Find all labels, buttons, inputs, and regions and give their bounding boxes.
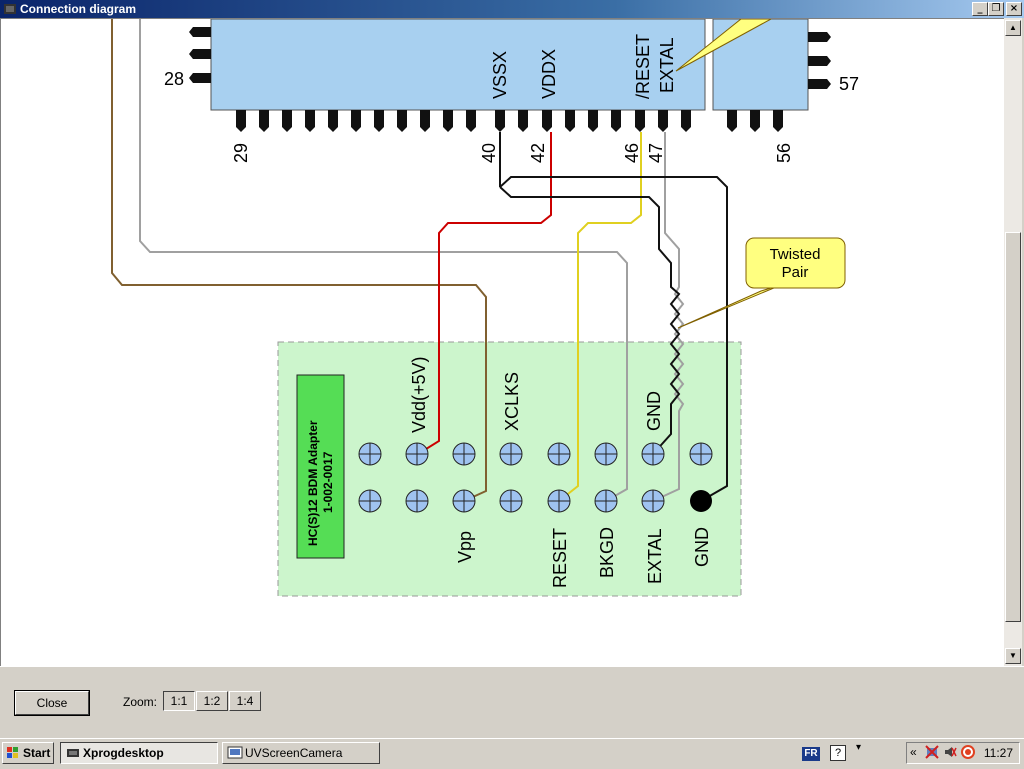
close-window-button[interactable]: ×: [1006, 2, 1022, 16]
adapter-part-number: 1-002-0017: [321, 451, 335, 513]
windows-logo-icon: [7, 747, 18, 758]
adapter-label-xclks: XCLKS: [502, 372, 522, 431]
adapter-label-bkgd: BKGD: [597, 527, 617, 578]
scroll-thumb[interactable]: [1005, 232, 1021, 622]
zoom-1-2-button[interactable]: 1:2: [196, 691, 228, 711]
close-button[interactable]: Close: [14, 690, 90, 716]
chip-label-reset: /RESET: [633, 34, 653, 99]
wire-gnd-main: [499, 132, 728, 502]
adapter-board: [277, 341, 742, 597]
wire-gnd-twisted: [499, 186, 681, 455]
scroll-down-button[interactable]: ▼: [1005, 648, 1021, 664]
taskbar-item-label: UVScreenCamera: [245, 746, 343, 760]
start-button[interactable]: Start: [2, 742, 54, 764]
connection-diagram: 28 57 29 40 42 46 47 56 VSSX VDDX /RESET…: [111, 19, 859, 597]
callout-pointer-top: [675, 19, 772, 72]
zoom-1-4-button[interactable]: 1:4: [229, 691, 261, 711]
tray-expand-button[interactable]: «: [910, 745, 917, 759]
pin-number-56: 56: [774, 143, 794, 163]
adapter-label-gnd-bottom: GND: [692, 527, 712, 567]
chip-left-pins: [189, 27, 211, 83]
screen-camera-icon: [227, 746, 243, 759]
wire-reset: [558, 132, 642, 502]
chip-bottom-pins: [236, 110, 783, 132]
wire-bkgd: [139, 19, 628, 502]
pin-number-47: 47: [646, 143, 666, 163]
wire-vdd: [417, 132, 552, 455]
minimize-button[interactable]: _: [972, 2, 988, 16]
chip-label-extal: EXTAL: [657, 37, 677, 93]
scroll-up-button[interactable]: ▲: [1005, 20, 1021, 36]
pin-number-29: 29: [231, 143, 251, 163]
adapter-label-box: [296, 374, 345, 559]
chip-label-vddx: VDDX: [539, 49, 559, 99]
connector-pins: [358, 442, 713, 513]
xprog-icon: [67, 749, 79, 757]
zoom-label: Zoom:: [123, 695, 158, 709]
title-bar[interactable]: Connection diagram _ ❐ ×: [0, 0, 1024, 18]
wire-vpp: [111, 19, 487, 502]
adapter-label-vpp: Vpp: [455, 531, 475, 563]
wire-extal: [652, 132, 685, 502]
language-indicator[interactable]: FR: [802, 747, 820, 761]
adapter-label-vdd: Vdd(+5V): [409, 356, 429, 433]
adapter-label-reset: RESET: [550, 528, 570, 588]
control-panel: Close Zoom: 1:1 1:2 1:4: [0, 666, 1024, 739]
pin-number-40: 40: [479, 143, 499, 163]
app-icon: [4, 4, 16, 14]
pin-number-46: 46: [622, 143, 642, 163]
taskbar-item-uvscreencamera[interactable]: UVScreenCamera: [222, 742, 380, 764]
chip-right-pins: [808, 32, 831, 89]
system-tray: « 11:27: [906, 742, 1020, 764]
recording-icon[interactable]: [961, 745, 975, 759]
volume-muted-icon[interactable]: [943, 745, 957, 759]
chip-block-main: [210, 19, 706, 111]
maximize-button[interactable]: ❐: [988, 2, 1004, 16]
vertical-scrollbar[interactable]: ▲ ▼: [1004, 18, 1022, 666]
network-disconnected-icon[interactable]: [925, 745, 939, 759]
adapter-label-gnd-top: GND: [644, 391, 664, 431]
pin-number-42: 42: [528, 143, 548, 163]
callout-line1: Twisted: [770, 246, 821, 263]
start-label: Start: [23, 746, 51, 760]
adapter-label-extal: EXTAL: [645, 528, 665, 584]
diagram-canvas[interactable]: 28 57 29 40 42 46 47 56 VSSX VDDX /RESET…: [0, 18, 1004, 666]
taskbar-item-xprogdesktop[interactable]: Xprogdesktop: [60, 742, 218, 764]
callout-pointer: [677, 284, 782, 329]
window-title: Connection diagram: [20, 2, 137, 16]
help-icon[interactable]: ?: [830, 745, 846, 761]
callout-line2: Pair: [782, 264, 809, 281]
clock[interactable]: 11:27: [983, 746, 1013, 760]
adapter-name: HC(S)12 BDM Adapter: [306, 420, 320, 546]
zoom-1-1-button[interactable]: 1:1: [163, 691, 195, 711]
taskbar: Start Xprogdesktop UVScreenCamera FR ? ▾…: [0, 738, 1024, 769]
taskbar-item-label: Xprogdesktop: [83, 746, 164, 760]
chip-label-vssx: VSSX: [490, 51, 510, 99]
twisted-pair-callout: [745, 237, 846, 289]
language-bar-options-icon[interactable]: ▾: [856, 742, 862, 753]
pin-number-57: 57: [839, 74, 859, 94]
pin-number-28: 28: [164, 69, 184, 89]
